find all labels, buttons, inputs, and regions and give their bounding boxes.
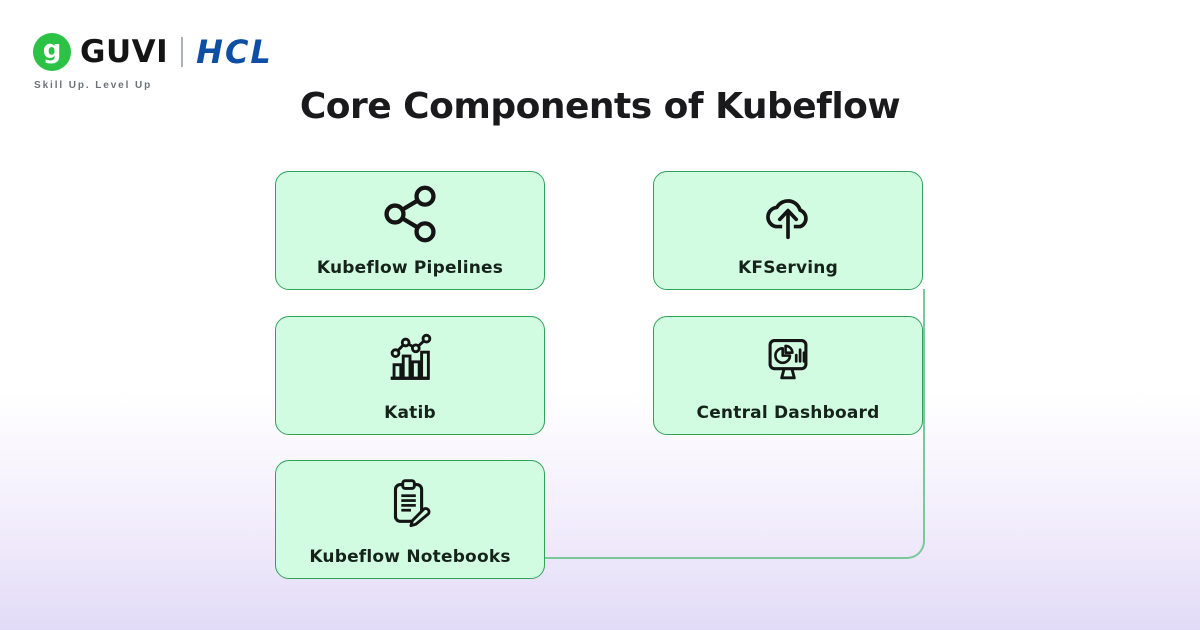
brand-tagline: Skill Up. Level Up (34, 80, 153, 91)
page-title: Core Components of Kubeflow (299, 86, 901, 127)
card-kubeflow-notebooks: Kubeflow Notebooks (275, 460, 545, 579)
guvi-brand-text: GUVI (80, 34, 169, 70)
cloud-upload-icon (654, 183, 922, 245)
card-katib: Katib (275, 316, 545, 435)
guvi-logo-icon: g (33, 33, 71, 71)
card-label: Katib (384, 403, 436, 423)
card-central-dashboard: Central Dashboard (653, 316, 923, 435)
card-label: Kubeflow Pipelines (316, 258, 504, 278)
card-kfserving: KFServing (653, 171, 923, 290)
card-label: Kubeflow Notebooks (309, 547, 511, 567)
card-label: KFServing (738, 258, 838, 278)
card-label: Central Dashboard (696, 403, 880, 423)
connector-line (544, 289, 925, 559)
hcl-brand-text: HCL (196, 33, 273, 71)
share-nodes-icon (276, 183, 544, 245)
guvi-logo-letter: g (42, 35, 62, 65)
brand-divider (181, 37, 184, 67)
card-kubeflow-pipelines: Kubeflow Pipelines (275, 171, 545, 290)
bar-line-chart-icon (276, 328, 544, 386)
brand-header: g GUVI HCL (33, 33, 273, 71)
clipboard-pencil-icon (276, 472, 544, 532)
dashboard-monitor-icon (654, 328, 922, 388)
